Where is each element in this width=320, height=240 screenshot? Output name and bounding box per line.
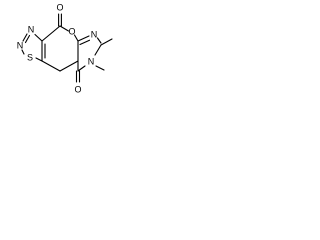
bond-methyl-n5 (95, 65, 105, 71)
atom-label-s: S (27, 52, 33, 62)
bond-c8a-n7-a (77, 35, 90, 42)
chemical-structure: O O N N S N N O (17, 2, 113, 94)
atom-label-n-thiadiazole-2: N (17, 40, 24, 50)
bond-c6-n5 (94, 44, 102, 56)
bond-c9b-n3 (34, 33, 43, 42)
bond-n3-n2-a (22, 33, 28, 42)
bond-methyl-c6 (100, 38, 113, 46)
bond-n7-c6 (96, 37, 102, 44)
bond-c4a-c4b (59, 60, 79, 72)
bond-c8a-n7-b (79, 39, 91, 46)
atom-label-o-top: O (56, 2, 63, 12)
atom-label-o-bottom: O (74, 84, 81, 94)
bond-c9b-c1 (41, 25, 61, 42)
atom-label-n-thiadiazole-1: N (28, 24, 35, 34)
bond-ring-o-c8a (73, 34, 79, 42)
bond-n3-n2-b (24, 34, 31, 44)
bond-s-c9a (35, 57, 43, 62)
bond-n5-c4 (77, 65, 86, 72)
atom-label-n-methyl: N (88, 56, 95, 66)
bond-c4b-c9a (41, 60, 61, 72)
atom-label-o-ring: O (68, 26, 75, 36)
bond-c1-ring-o (59, 25, 70, 32)
bonds (21, 13, 113, 83)
atom-label-n-pyrimidine: N (91, 29, 98, 39)
bond-n2-s (21, 49, 25, 55)
atom-labels: O O N N S N N O (17, 2, 98, 94)
